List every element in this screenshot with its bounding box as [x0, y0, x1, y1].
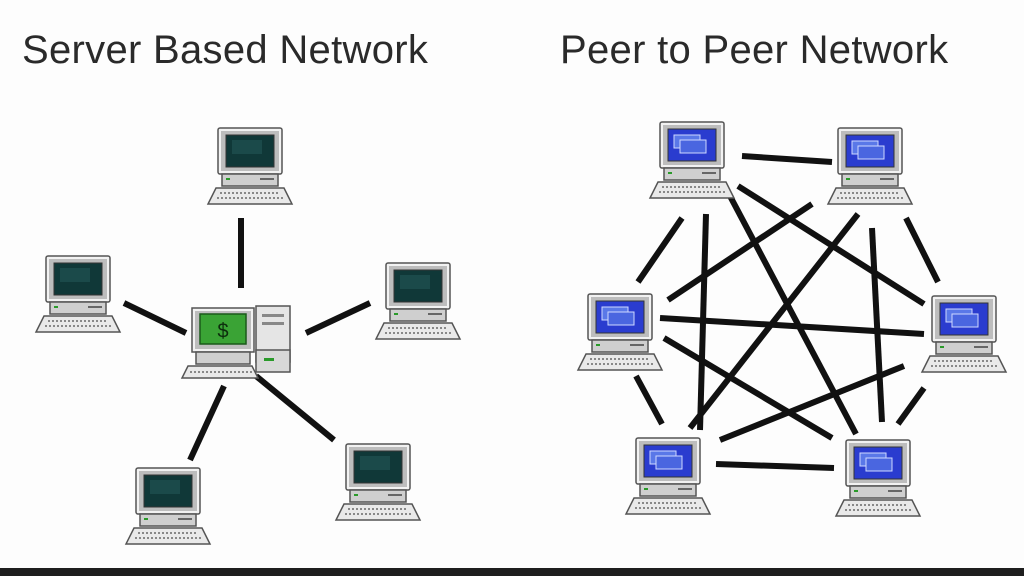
link-l-r: [659, 315, 925, 337]
client-computer-right-icon: [375, 262, 461, 340]
link-tl-br: [727, 194, 859, 436]
link-server-client-bottom-right: [254, 373, 336, 443]
peer-computer-top-right-icon: [827, 127, 913, 205]
client-computer-bottom-right-icon: [335, 443, 421, 521]
link-server-client-bottom-left: [187, 384, 227, 462]
peer-computer-top-left-icon: [649, 121, 735, 199]
link-r-br: [895, 386, 927, 426]
link-br-bl: [715, 461, 835, 471]
link-server-client-left: [122, 300, 188, 336]
link-l-tl: [635, 216, 685, 284]
link-tl-tr: [741, 153, 833, 165]
client-computer-top-icon: [207, 127, 293, 205]
server-screen-symbol: $: [217, 321, 229, 344]
server-computer-icon: $: [180, 305, 291, 379]
peer-computer-bottom-left-icon: [625, 437, 711, 515]
link-r-bl: [718, 363, 906, 443]
link-tr-bl: [687, 212, 861, 430]
server-links: [122, 218, 372, 462]
client-computer-left-icon: [35, 255, 121, 333]
peer-computer-right-icon: [921, 295, 1007, 373]
client-computer-bottom-left-icon: [125, 467, 211, 545]
peer-computer-left-icon: [577, 293, 663, 371]
link-server-client-right: [304, 300, 372, 336]
bottom-border: [0, 568, 1024, 576]
peer-to-peer-network-title: Peer to Peer Network: [560, 28, 949, 72]
server-based-network-title: Server Based Network: [22, 28, 429, 72]
link-l-br: [662, 335, 834, 441]
link-tr-l: [666, 201, 814, 303]
link-bl-l: [633, 374, 665, 426]
link-tr-br: [869, 227, 885, 423]
link-tr-r: [903, 216, 941, 284]
peer-links: [633, 153, 941, 471]
peer-computer-bottom-right-icon: [835, 439, 921, 517]
